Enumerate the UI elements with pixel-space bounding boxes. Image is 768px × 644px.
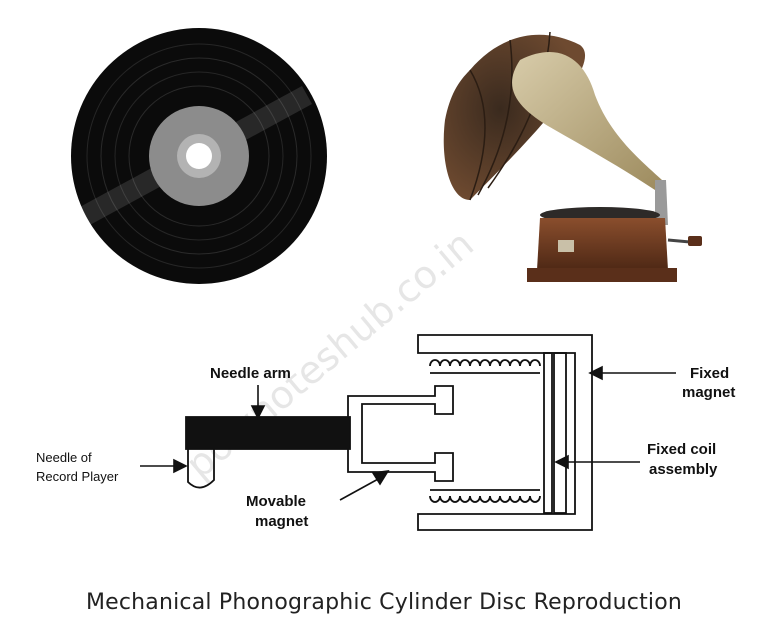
- fixed-magnet: [417, 334, 593, 531]
- needle-arm: [185, 416, 351, 450]
- vinyl-disc: [71, 28, 327, 284]
- movable-magnet: [347, 385, 454, 482]
- figure-caption: Mechanical Phonographic Cylinder Disc Re…: [85, 590, 683, 615]
- coil-top: [429, 359, 541, 374]
- label-movable-magnet-1: Movable: [246, 493, 306, 510]
- label-movable-magnet-2: magnet: [255, 513, 308, 530]
- label-fixed-coil-2: assembly: [649, 461, 718, 478]
- label-fixed-magnet-1: Fixed: [690, 365, 729, 382]
- label-fixed-coil-1: Fixed coil: [647, 441, 716, 458]
- label-fixed-magnet-2: magnet: [682, 384, 735, 401]
- leader-arrows: [140, 365, 676, 501]
- coil-bottom: [429, 489, 541, 503]
- needle-tip: [187, 449, 215, 489]
- fixed-coil-bar-right: [553, 352, 567, 514]
- label-needle-player-2: Record Player: [36, 469, 119, 484]
- label-needle-player-1: Needle of: [36, 450, 92, 465]
- disc-spindle-hole: [186, 143, 212, 169]
- gramophone: [443, 31, 702, 282]
- label-needle-arm: Needle arm: [210, 365, 291, 382]
- mechanism-diagram: [185, 334, 593, 531]
- cabinet-plaque: [558, 240, 574, 252]
- fixed-coil-bar-left: [543, 352, 553, 514]
